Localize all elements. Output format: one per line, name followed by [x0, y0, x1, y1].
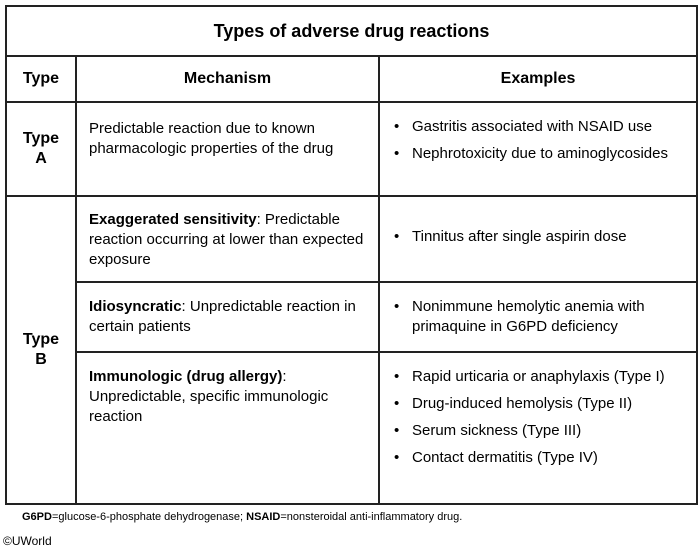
bullet-icon: •: [394, 118, 400, 135]
mechanism-name: Immunologic (drug allergy): [89, 368, 283, 385]
type-a-examples: •Gastritis associated with NSAID use •Ne…: [377, 101, 699, 197]
list-item: •Gastritis associated with NSAID use: [394, 118, 653, 135]
mechanism-description: : Predictable reaction occurring at lowe…: [89, 211, 364, 268]
type-b-mechanism-immunologic: Immunologic (drug allergy): Unpredictabl…: [75, 351, 380, 505]
list-item: •Nonimmune hemolytic anemia with primaqu…: [394, 298, 645, 335]
type-b-cell: Type B: [5, 195, 77, 505]
header-type: Type: [5, 55, 77, 103]
type-b-examples-idiosyncratic: •Nonimmune hemolytic anemia with primaqu…: [377, 281, 699, 353]
type-b-examples-exaggerated: •Tinnitus after single aspirin dose: [377, 195, 699, 283]
list-item: •Drug-induced hemolysis (Type II): [394, 395, 633, 412]
copyright-notice: ©UWorld: [3, 534, 52, 548]
mechanism-name: Idiosyncratic: [89, 298, 182, 315]
bullet-icon: •: [394, 145, 400, 162]
bullet-icon: •: [394, 368, 400, 385]
header-examples: Examples: [377, 55, 699, 103]
bullet-icon: •: [394, 228, 400, 245]
bullet-icon: •: [394, 395, 400, 412]
list-item: •Serum sickness (Type III): [394, 422, 582, 439]
type-a-cell: Type A: [5, 101, 77, 197]
footnote-abbr-nsaid: NSAID: [246, 511, 281, 523]
mechanism-description: : Unpredictable, specific immunologic re…: [89, 368, 329, 425]
list-item: •Contact dermatitis (Type IV): [394, 449, 598, 466]
list-item: •Tinnitus after single aspirin dose: [394, 228, 627, 245]
adverse-drug-reactions-table: Types of adverse drug reactions Type Mec…: [4, 5, 699, 505]
type-b-examples-immunologic: •Rapid urticaria or anaphylaxis (Type I)…: [377, 351, 699, 505]
footnote-def-nsaid: =nonsteroidal anti-inflammatory drug.: [280, 511, 463, 523]
footnote-abbr-g6pd: G6PD: [22, 511, 52, 523]
header-mechanism: Mechanism: [75, 55, 380, 103]
table-title: Types of adverse drug reactions: [4, 5, 699, 57]
mechanism-description: : Unpredictable reaction in certain pati…: [89, 298, 356, 335]
type-a-mechanism: Predictable reaction due to known pharma…: [75, 101, 380, 197]
type-b-label-line2: B: [35, 351, 47, 368]
bullet-icon: •: [394, 298, 400, 315]
adverse-drug-reactions-table-frame: Types of adverse drug reactions Type Mec…: [4, 5, 699, 505]
mechanism-name: Exaggerated sensitivity: [89, 211, 257, 228]
type-b-mechanism-idiosyncratic: Idiosyncratic: Unpredictable reaction in…: [75, 281, 380, 353]
bullet-icon: •: [394, 449, 400, 466]
type-a-label-line2: A: [35, 150, 47, 167]
abbreviation-footnote: G6PD=glucose-6-phosphate dehydrogenase; …: [22, 511, 462, 523]
list-item: •Rapid urticaria or anaphylaxis (Type I): [394, 368, 665, 385]
type-b-label-line1: Type: [22, 331, 60, 348]
type-a-label-line1: Type: [22, 130, 60, 147]
footnote-def-g6pd: =glucose-6-phosphate dehydrogenase;: [51, 511, 247, 523]
list-item: •Nephrotoxicity due to aminoglycosides: [394, 145, 668, 162]
bullet-icon: •: [394, 422, 400, 439]
type-b-mechanism-exaggerated: Exaggerated sensitivity: Predictable rea…: [75, 195, 380, 283]
